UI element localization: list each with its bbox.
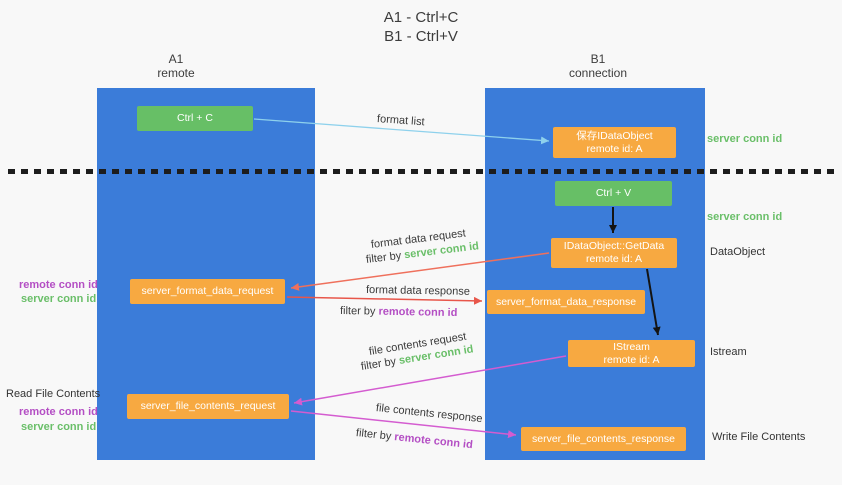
lane-b1-role: connection [568, 66, 628, 80]
node-idataobject-getdata-line2: remote id: A [585, 253, 643, 265]
node-save-idataobject-line1: 保存IDataObject [576, 129, 653, 142]
node-istream: IStream remote id: A [568, 340, 695, 367]
node-ctrl-c-label: Ctrl + C [177, 112, 213, 124]
remote-conn-id-key: remote conn id [393, 431, 474, 452]
side-label-server-conn-id-saved: server conn id [707, 133, 783, 145]
dashed-divider [8, 169, 834, 174]
node-save-idataobject: 保存IDataObject remote id: A [553, 127, 676, 158]
lane-header-b1: B1 connection [538, 52, 658, 80]
node-server-format-data-response: server_format_data_response [487, 290, 645, 314]
title-line-2: B1 - Ctrl+V [384, 28, 458, 45]
edge-label-format-data-response: format data response [365, 284, 471, 298]
node-server-format-data-request-label: server_format_data_request [141, 285, 274, 297]
side-label-server-conn-id-ctrlv: server conn id [707, 211, 783, 223]
side-label-remote-conn-id-file: remote conn id [19, 406, 98, 418]
node-ctrl-v: Ctrl + V [555, 181, 672, 206]
side-label-remote-conn-id-format: remote conn id [19, 279, 98, 291]
node-istream-line2: remote id: A [603, 353, 660, 366]
side-label-server-conn-id-format: server conn id [21, 293, 97, 305]
filter-by-prefix: filter by [339, 305, 379, 318]
filter-by-prefix: filter by [355, 427, 395, 443]
side-label-istream: Istream [710, 346, 747, 358]
remote-conn-id-key: remote conn id [378, 305, 458, 320]
node-idataobject-getdata: IDataObject::GetData remote id: A [551, 238, 677, 268]
node-server-file-contents-response-label: server_file_contents_response [531, 432, 675, 445]
lane-a1-name: A1 [168, 52, 184, 66]
edge-label-file-contents-response: file contents response [375, 402, 484, 426]
edge-label-format-list: format list [376, 113, 425, 129]
filter-by-prefix: filter by [360, 355, 400, 373]
side-label-server-conn-id-file: server conn id [21, 421, 97, 433]
node-server-format-data-request: server_format_data_request [130, 279, 285, 304]
node-istream-line1: IStream [613, 340, 650, 353]
title-line-1: A1 - Ctrl+C [383, 9, 459, 26]
diagram-title: A1 - Ctrl+C B1 - Ctrl+V [0, 8, 842, 46]
edge-label-filter-by-remote-conn-id-2: filter by remote conn id [355, 427, 473, 451]
lane-header-a1: A1 remote [116, 52, 236, 80]
node-server-file-contents-request: server_file_contents_request [127, 394, 289, 419]
edge-label-filter-by-remote-conn-id-1: filter by remote conn id [340, 305, 458, 319]
node-idataobject-getdata-line1: IDataObject::GetData [563, 240, 665, 252]
lane-a1-role: remote [157, 66, 195, 80]
node-ctrl-v-label: Ctrl + V [595, 187, 632, 199]
side-label-write-file-contents: Write File Contents [712, 431, 806, 443]
node-ctrl-c: Ctrl + C [137, 106, 253, 131]
arrow-format-data-response [286, 296, 483, 305]
node-save-idataobject-line2: remote id: A [586, 142, 643, 155]
node-server-file-contents-request-label: server_file_contents_request [140, 400, 276, 412]
node-server-file-contents-response: server_file_contents_response [521, 427, 686, 451]
side-label-read-file-contents: Read File Contents [6, 388, 101, 400]
node-server-format-data-response-label: server_format_data_response [495, 295, 637, 308]
filter-by-prefix: filter by [365, 249, 405, 266]
side-label-dataobject: DataObject [710, 246, 766, 258]
lane-b1-name: B1 [590, 52, 606, 66]
